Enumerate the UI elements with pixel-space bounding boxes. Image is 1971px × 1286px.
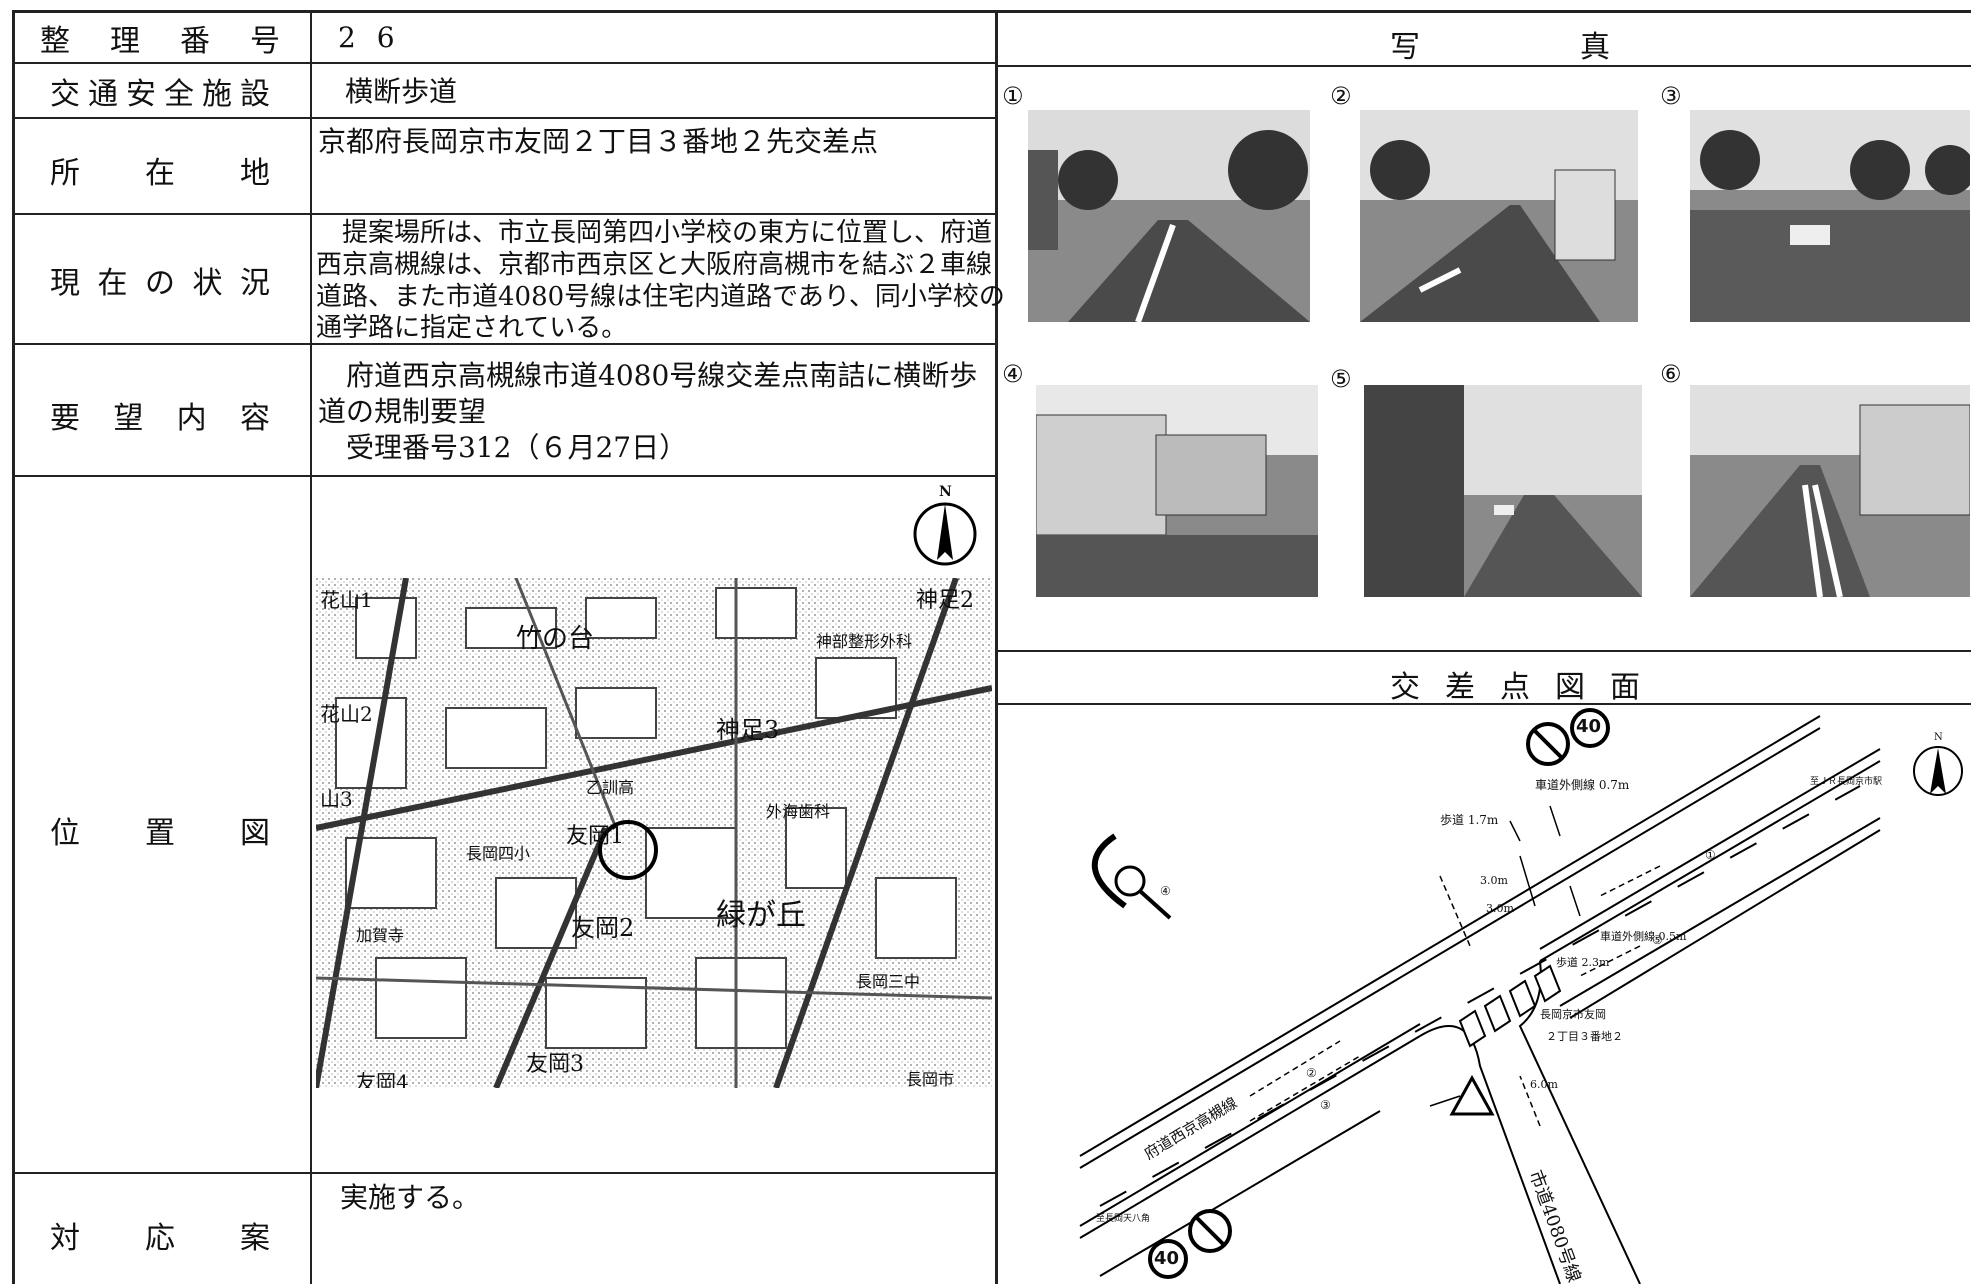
taiou-value: 実施する。	[340, 1181, 481, 1214]
map-label: 加賀寺	[356, 926, 405, 945]
map-label: 外海歯科	[766, 802, 831, 821]
marker-label: ②	[1306, 1066, 1317, 1080]
marker-label: ③	[1320, 1098, 1331, 1112]
photo-4	[1036, 385, 1318, 597]
photo-3	[1690, 110, 1970, 322]
dim-label: 3.0m	[1480, 874, 1508, 887]
taiou-label: 対応案	[50, 1221, 270, 1256]
map-label: 友岡3	[526, 1052, 584, 1077]
map-label: 友岡1	[566, 824, 624, 849]
photo-number: ①	[1002, 82, 1024, 110]
shisetsu-label: 交通安全施設	[50, 77, 270, 112]
speed-limit-sign: 40	[1154, 1248, 1180, 1269]
dim-label: 3.0m	[1486, 902, 1514, 915]
address-label: 長岡京市友岡	[1540, 1008, 1606, 1021]
photo-number: ⑥	[1660, 360, 1682, 388]
marker-label: ①	[1705, 848, 1716, 862]
shozai-value: 京都府長岡京市友岡２丁目３番地２先交差点	[318, 125, 879, 158]
map-label: 長岡三中	[856, 972, 921, 991]
diagram-north-label: N	[1934, 732, 1943, 743]
photo-number: ②	[1330, 82, 1352, 110]
photo-1	[1028, 110, 1310, 322]
map-label: 長岡市	[906, 1070, 955, 1088]
map-label: 友岡2	[571, 914, 635, 942]
intersection-diagram: 40 40 N 車道外側線 0.7m 歩道 1.7m 3.0m 3.0m 車道外…	[1000, 706, 1971, 1285]
shozai-label: 所在地	[50, 156, 270, 191]
map-label: 花山1	[320, 588, 373, 612]
dim-label: 歩道 2.3m	[1556, 956, 1610, 969]
photo-number: ⑤	[1330, 365, 1352, 393]
direction-label: 至ＪＲ長岡京市駅	[1810, 777, 1883, 787]
map-label: 神足2	[916, 588, 974, 613]
map-label: 長岡四小	[466, 844, 531, 863]
dim-label: 車道外側線 0.7m	[1535, 778, 1630, 792]
map-label: 乙訓高	[586, 778, 635, 797]
map-label: 緑が丘	[716, 898, 806, 933]
seiri-value: 2 6	[338, 21, 401, 54]
address-label: ２丁目３番地２	[1546, 1030, 1623, 1043]
direction-label: 至長岡天八角	[1096, 1214, 1151, 1224]
photo-number: ④	[1002, 360, 1024, 388]
shisetsu-value: 横断歩道	[345, 75, 458, 108]
marker-label: ④	[1160, 884, 1171, 898]
map-label: 友岡4	[356, 1070, 409, 1088]
seiri-label: 整理番号	[40, 24, 280, 59]
speed-limit-sign: 40	[1576, 716, 1602, 737]
ichi-label: 位置図	[50, 816, 270, 851]
map-north-arrow-icon: N	[910, 484, 980, 568]
photo-5	[1364, 385, 1642, 597]
photo-2	[1360, 110, 1638, 322]
diagram-header: 交差点図面	[1390, 670, 1640, 705]
dim-label: 歩道 1.7m	[1440, 813, 1499, 827]
map-label: 竹の台	[516, 624, 595, 654]
location-map: 花山1 竹の台 神足2 神部整形外科 花山2 神足3 山3 乙訓高 外海歯科 友…	[316, 578, 992, 1088]
photo-number: ③	[1660, 82, 1682, 110]
marker-label: ⑤	[1652, 933, 1663, 947]
photo-6	[1690, 385, 1970, 597]
map-label: 神部整形外科	[816, 632, 913, 651]
dim-label: 車道外側線 0.5m	[1600, 930, 1687, 943]
map-label: 花山2	[320, 702, 373, 726]
genzai-label: 現在の状況	[50, 266, 270, 301]
dim-label: 6.0m	[1530, 1078, 1558, 1091]
photos-header: 写真	[1390, 30, 1610, 65]
map-label: 神足3	[716, 716, 780, 744]
youbou-label: 要望内容	[50, 401, 270, 436]
map-label: 山3	[320, 787, 353, 811]
